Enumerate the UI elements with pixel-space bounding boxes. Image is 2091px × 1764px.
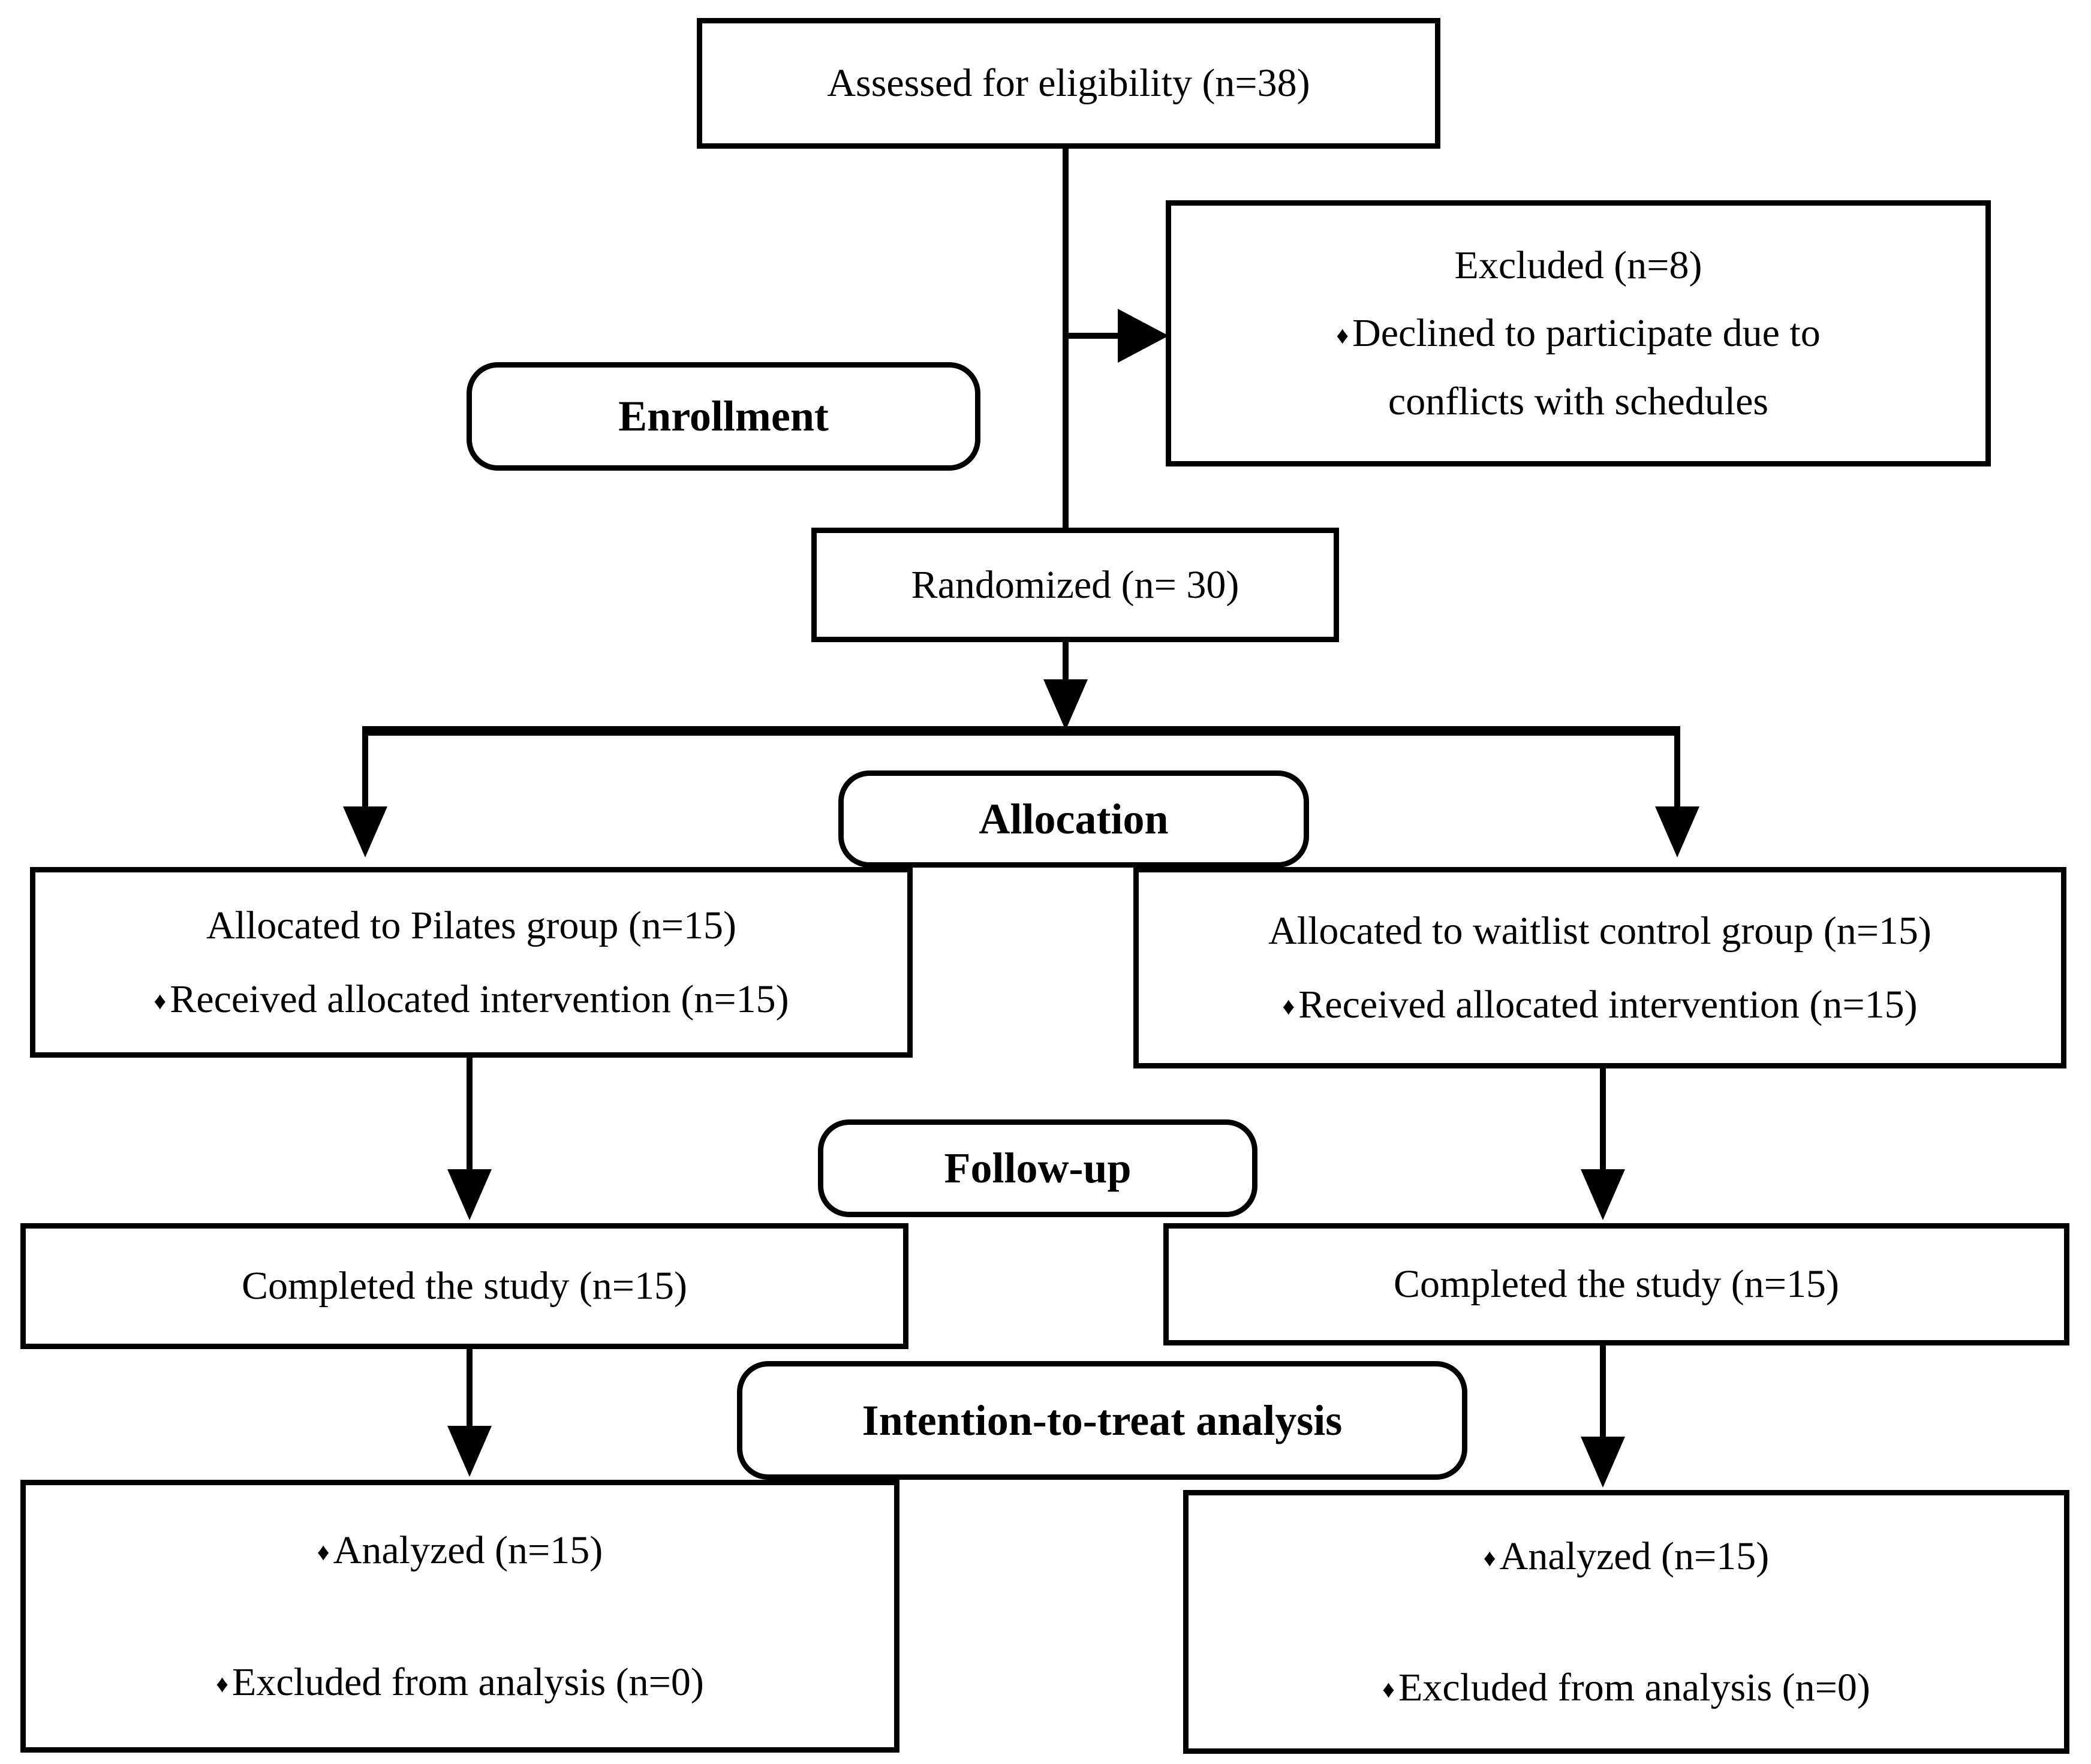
- arrowhead-pilates-completed-icon: [447, 1169, 492, 1220]
- followup-stage-label: Follow-up: [818, 1119, 1257, 1217]
- assessed-eligibility-text: Assessed for eligibility (n=38): [827, 61, 1310, 106]
- arrowhead-branch-right-icon: [1655, 806, 1699, 857]
- allocated-waitlist-bullet: Received allocated intervention (n=15): [1298, 983, 1918, 1027]
- analyzed-left-box: ♦Analyzed (n=15) ♦Excluded from analysis…: [20, 1480, 899, 1753]
- analyzed-left-bullet1: Analyzed (n=15): [333, 1528, 603, 1573]
- allocated-pilates-bullet: Received allocated intervention (n=15): [170, 977, 789, 1021]
- followup-stage-text: Follow-up: [944, 1144, 1132, 1192]
- branch-line: [362, 726, 1680, 736]
- analyzed-left-bullet-line1: ♦Analyzed (n=15): [317, 1527, 603, 1574]
- allocated-waitlist-bullet-line: ♦Received allocated intervention (n=15): [1282, 981, 1917, 1028]
- arrowhead-excluded-icon: [1118, 309, 1169, 363]
- analyzed-right-bullet-line2: ♦Excluded from analysis (n=0): [1382, 1664, 1870, 1711]
- allocated-waitlist-box: Allocated to waitlist control group (n=1…: [1133, 867, 2066, 1068]
- arrowhead-waitlist-completed-icon: [1581, 1169, 1625, 1220]
- connector-completed-to-analyzed-left: [467, 1349, 473, 1428]
- excluded-reason-line2: conflicts with schedules: [1388, 379, 1769, 423]
- diamond-bullet-icon: ♦: [317, 1539, 330, 1566]
- connector-pilates-to-completed: [467, 1058, 473, 1173]
- excluded-reason-line1: Declined to participate due to: [1352, 311, 1821, 356]
- allocated-pilates-box: Allocated to Pilates group (n=15) ♦Recei…: [30, 867, 913, 1058]
- diamond-bullet-icon: ♦: [1282, 993, 1295, 1021]
- analyzed-right-box: ♦Analyzed (n=15) ♦Excluded from analysis…: [1183, 1490, 2069, 1754]
- completed-study-right-text: Completed the study (n=15): [1394, 1262, 1839, 1307]
- completed-study-left-box: Completed the study (n=15): [20, 1223, 908, 1349]
- excluded-bullet-line: ♦Declined to participate due to: [1336, 309, 1821, 357]
- analyzed-right-bullet2: Excluded from analysis (n=0): [1398, 1666, 1870, 1709]
- connector-to-excluded: [1066, 333, 1123, 339]
- arrowhead-branch-icon: [1043, 679, 1088, 730]
- diamond-bullet-icon: ♦: [1483, 1544, 1496, 1572]
- analyzed-right-bullet-line1: ♦Analyzed (n=15): [1484, 1533, 1769, 1580]
- analyzed-left-bullet2: Excluded from analysis (n=0): [232, 1660, 704, 1704]
- arrowhead-analyzed-right-icon: [1581, 1437, 1625, 1488]
- connector-waitlist-to-completed: [1600, 1068, 1606, 1173]
- excluded-title: Excluded (n=8): [1454, 243, 1702, 288]
- allocation-stage-label: Allocation: [838, 770, 1309, 868]
- analyzed-right-bullet1: Analyzed (n=15): [1499, 1534, 1770, 1578]
- enrollment-stage-text: Enrollment: [618, 392, 829, 440]
- connector-assessed-to-randomized: [1063, 149, 1069, 531]
- arrowhead-analyzed-left-icon: [447, 1426, 492, 1477]
- assessed-eligibility-box: Assessed for eligibility (n=38): [697, 18, 1440, 149]
- allocation-stage-text: Allocation: [979, 794, 1169, 843]
- itt-analysis-stage-text: Intention-to-treat analysis: [862, 1396, 1343, 1444]
- connector-branch-left: [362, 726, 368, 810]
- allocated-waitlist-title: Allocated to waitlist control group (n=1…: [1268, 908, 1931, 953]
- diamond-bullet-icon: ♦: [216, 1670, 229, 1697]
- diamond-bullet-icon: ♦: [1382, 1676, 1395, 1703]
- allocated-pilates-title: Allocated to Pilates group (n=15): [206, 903, 737, 947]
- itt-analysis-stage-label: Intention-to-treat analysis: [737, 1361, 1467, 1480]
- completed-study-right-box: Completed the study (n=15): [1163, 1223, 2069, 1345]
- enrollment-stage-label: Enrollment: [467, 362, 980, 471]
- diamond-bullet-icon: ♦: [154, 988, 167, 1015]
- arrowhead-branch-left-icon: [343, 806, 387, 857]
- allocated-pilates-bullet-line: ♦Received allocated intervention (n=15): [154, 976, 789, 1023]
- analyzed-left-bullet-line2: ♦Excluded from analysis (n=0): [216, 1658, 704, 1706]
- excluded-box: Excluded (n=8) ♦Declined to participate …: [1166, 200, 1991, 466]
- randomized-box: Randomized (n= 30): [811, 528, 1339, 642]
- completed-study-left-text: Completed the study (n=15): [242, 1264, 687, 1308]
- connector-randomized-to-branch: [1063, 642, 1069, 684]
- randomized-text: Randomized (n= 30): [911, 562, 1239, 607]
- diamond-bullet-icon: ♦: [1336, 321, 1349, 349]
- connector-completed-to-analyzed-right: [1600, 1345, 1606, 1440]
- connector-branch-right: [1674, 726, 1680, 810]
